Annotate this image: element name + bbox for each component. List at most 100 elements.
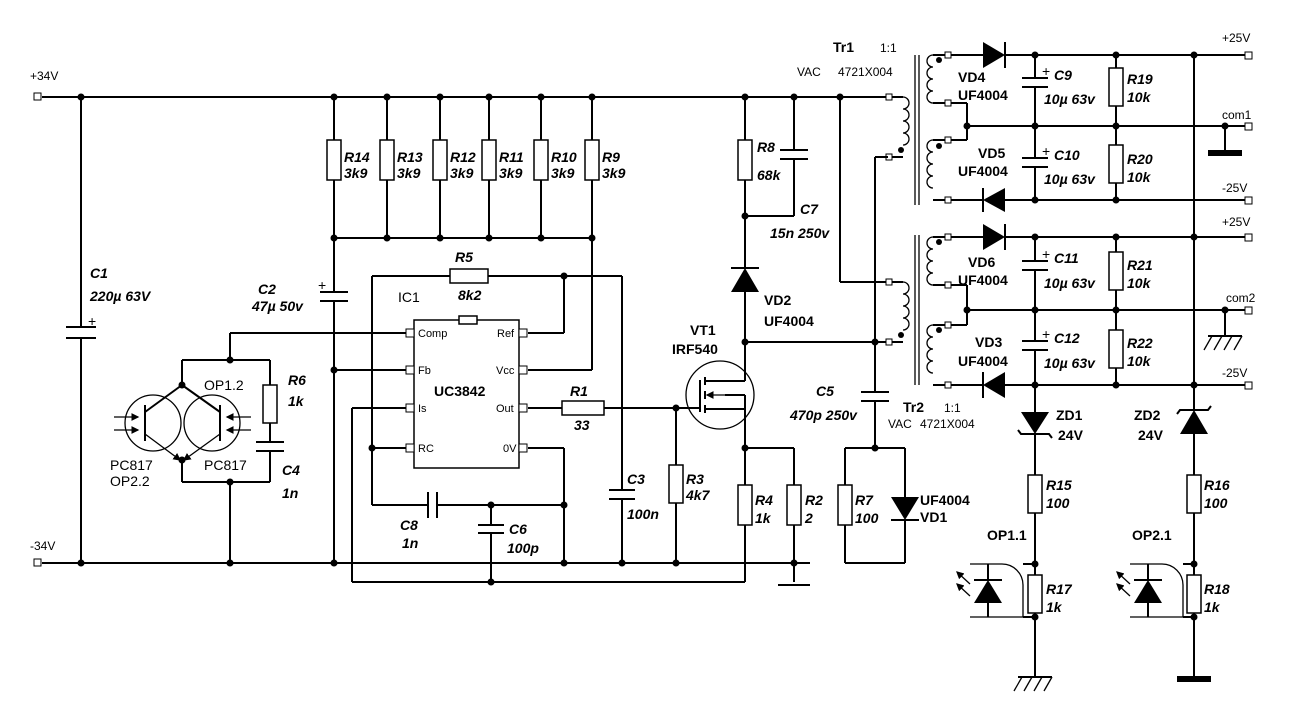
svg-text:R16: R16 [1204, 477, 1230, 493]
svg-text:R22: R22 [1127, 335, 1153, 351]
svg-text:+: + [1042, 63, 1050, 79]
svg-text:C4: C4 [282, 462, 300, 478]
svg-text:OP2.1: OP2.1 [1132, 527, 1172, 543]
vd1-diode: UF4004 VD1 [891, 448, 970, 563]
svg-text:RC: RC [418, 443, 434, 455]
svg-text:4721X004: 4721X004 [920, 417, 975, 431]
svg-text:UF4004: UF4004 [958, 163, 1008, 179]
rail-plus34: +34V [30, 69, 888, 101]
svg-text:0V: 0V [503, 443, 517, 455]
svg-text:+: + [318, 277, 326, 293]
svg-text:Is: Is [418, 403, 427, 415]
svg-text:VD2: VD2 [764, 292, 791, 308]
svg-text:C12: C12 [1054, 330, 1080, 346]
svg-text:ZD2: ZD2 [1134, 407, 1161, 423]
rail-minus34: -34V [30, 539, 810, 567]
svg-text:2: 2 [804, 510, 813, 526]
svg-text:R3: R3 [686, 471, 704, 487]
svg-text:100: 100 [855, 510, 879, 526]
svg-text:1k: 1k [755, 510, 772, 526]
c1-capacitor: + C1 220µ 63V [66, 97, 152, 563]
svg-text:VD4: VD4 [958, 69, 985, 85]
svg-text:R17: R17 [1046, 581, 1073, 597]
svg-text:4k7: 4k7 [685, 487, 711, 503]
svg-text:3k9: 3k9 [450, 165, 474, 181]
svg-text:+: + [1042, 143, 1050, 159]
svg-text:R13: R13 [397, 149, 423, 165]
svg-text:+: + [88, 313, 96, 329]
svg-text:3k9: 3k9 [551, 165, 575, 181]
svg-text:47µ 50v: 47µ 50v [251, 298, 304, 314]
svg-text:Out: Out [496, 403, 514, 415]
zd1-feedback-branch: ZD1 24V R15 100 OP1.1 R17 1k [956, 385, 1084, 692]
svg-text:VD1: VD1 [920, 509, 947, 525]
svg-text:100: 100 [1204, 495, 1228, 511]
svg-text:Fb: Fb [418, 365, 431, 377]
svg-text:VT1: VT1 [690, 322, 716, 338]
svg-text:C2: C2 [258, 281, 276, 297]
svg-text:UF4004: UF4004 [958, 353, 1008, 369]
svg-text:C8: C8 [400, 517, 418, 533]
svg-text:R4: R4 [755, 492, 773, 508]
svg-text:15n 250v: 15n 250v [770, 225, 830, 241]
svg-text:UF4004: UF4004 [764, 313, 814, 329]
svg-text:100n: 100n [627, 506, 659, 522]
svg-text:R19: R19 [1127, 71, 1153, 87]
svg-text:10µ 63v: 10µ 63v [1044, 355, 1096, 371]
svg-text:R11: R11 [499, 149, 524, 165]
svg-text:R8: R8 [757, 139, 775, 155]
svg-text:OP1.1: OP1.1 [987, 527, 1027, 543]
svg-text:+: + [1042, 246, 1050, 262]
svg-text:8k2: 8k2 [458, 287, 482, 303]
svg-text:UF4004: UF4004 [920, 492, 970, 508]
r6-resistor: R6 1k [262, 360, 306, 442]
svg-text:470p 250v: 470p 250v [789, 407, 858, 423]
svg-text:IC1: IC1 [398, 289, 420, 305]
svg-text:1k: 1k [1204, 599, 1221, 615]
svg-text:+25V: +25V [1222, 31, 1250, 45]
svg-text:3k9: 3k9 [602, 165, 626, 181]
svg-text:UC3842: UC3842 [434, 383, 486, 399]
svg-text:R6: R6 [288, 372, 306, 388]
svg-text:VD3: VD3 [975, 334, 1002, 350]
c4-capacitor: C4 1n [256, 441, 300, 501]
svg-text:R21: R21 [1127, 257, 1153, 273]
r5-resistor: R5 8k2 [371, 249, 622, 505]
r2-resistor: R2 2 [745, 447, 823, 586]
vt1-mosfet: VT1 IRF540 [672, 322, 755, 485]
svg-text:+25V: +25V [1222, 215, 1250, 229]
svg-text:R20: R20 [1127, 151, 1153, 167]
svg-text:Vcc: Vcc [496, 365, 515, 377]
ic1-uc3842: IC1 UC3842 Comp Fb Is RC Ref Vcc Out 0V [398, 289, 528, 469]
svg-text:-25V: -25V [1222, 181, 1247, 195]
svg-text:C6: C6 [509, 521, 527, 537]
c5-capacitor: C5 470p 250v [789, 342, 889, 448]
opto-transistors: OP1.2 PC817 OP2.2 PC817 [110, 333, 270, 563]
c3-capacitor: C3 100n [609, 471, 659, 563]
net-label-minus34: -34V [30, 539, 55, 553]
svg-text:1n: 1n [282, 485, 298, 501]
svg-text:C10: C10 [1054, 147, 1080, 163]
svg-text:UF4004: UF4004 [958, 272, 1008, 288]
r7-resistor: R7 100 [837, 447, 905, 564]
svg-text:PC817: PC817 [110, 457, 153, 473]
svg-text:ZD1: ZD1 [1056, 407, 1083, 423]
c8-capacitor: C8 1n [372, 492, 564, 551]
svg-text:33: 33 [574, 417, 590, 433]
svg-text:C5: C5 [816, 383, 834, 399]
svg-text:1k: 1k [288, 393, 305, 409]
svg-text:4721X004: 4721X004 [838, 65, 893, 79]
svg-text:10k: 10k [1127, 169, 1152, 185]
svg-text:OP2.2: OP2.2 [110, 473, 150, 489]
svg-text:com2: com2 [1226, 291, 1256, 305]
svg-text:24V: 24V [1058, 427, 1084, 443]
svg-text:C7: C7 [800, 201, 819, 217]
svg-text:OP1.2: OP1.2 [204, 377, 244, 393]
svg-text:R15: R15 [1046, 477, 1072, 493]
